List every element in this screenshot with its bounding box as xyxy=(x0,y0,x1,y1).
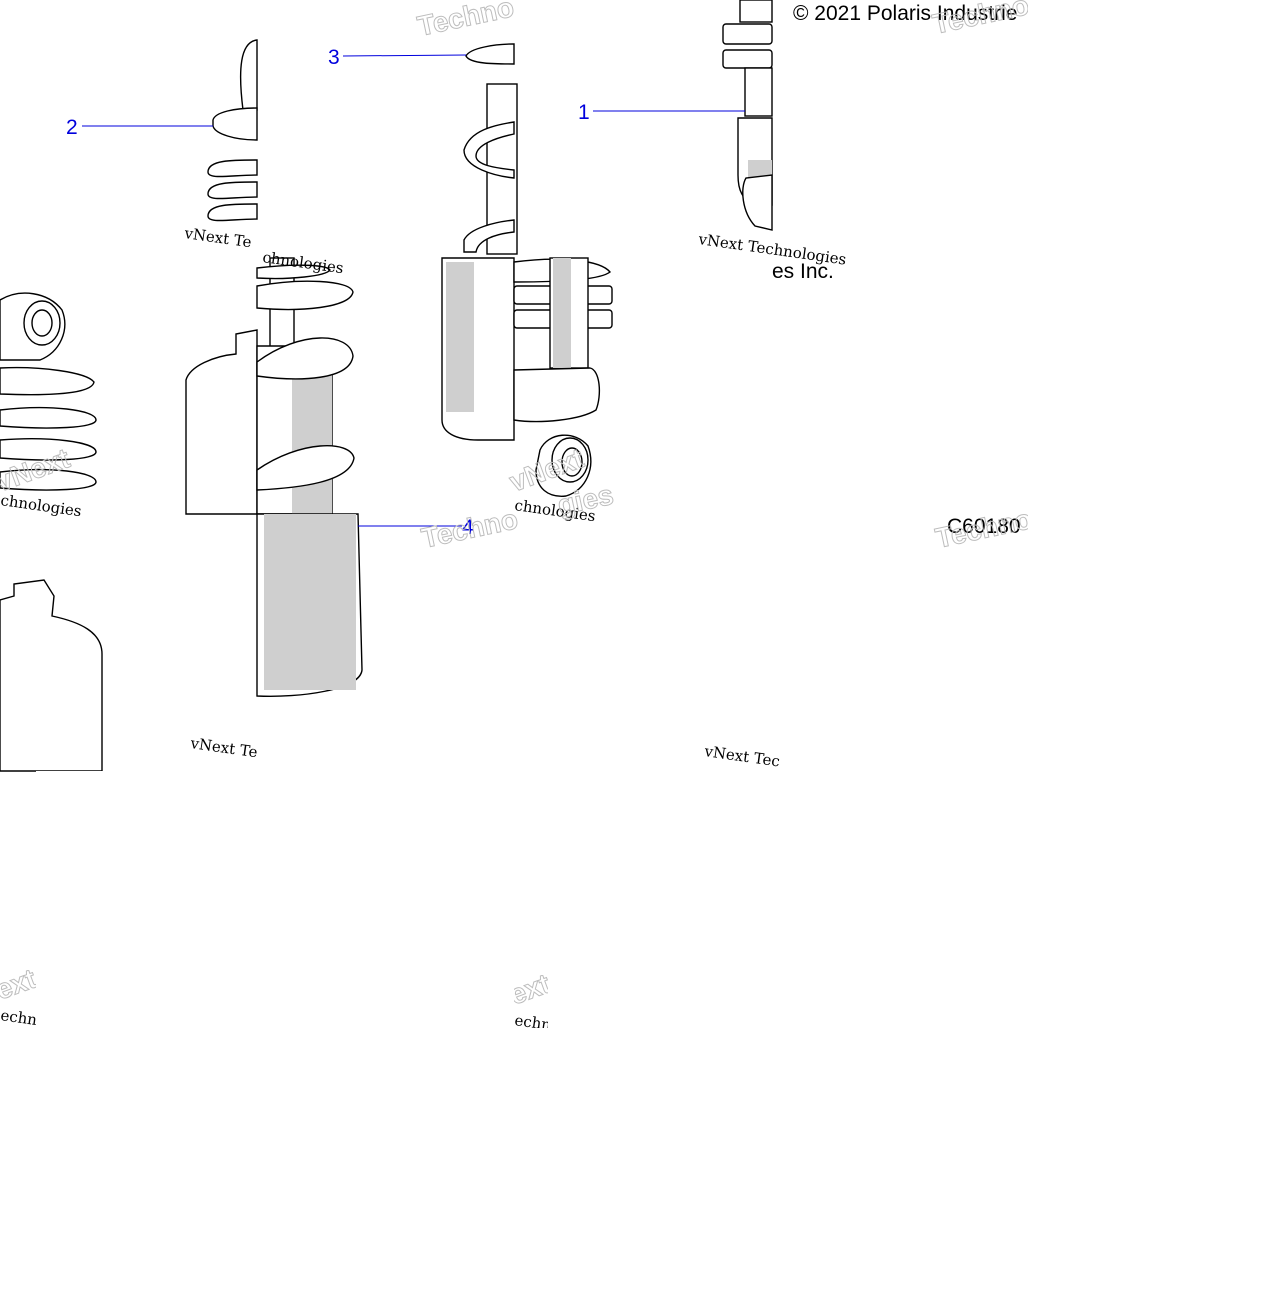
shock-3-reservoir-section xyxy=(256,513,363,697)
shock-1-middle-section xyxy=(513,257,613,497)
svg-text:4: 4 xyxy=(462,516,474,539)
callout-4: 4 xyxy=(358,516,474,539)
watermark-outline: Techno xyxy=(933,503,1035,554)
copyright-notice-tail: es Inc. xyxy=(772,260,834,283)
callout-3: 3 xyxy=(328,46,467,69)
watermark-outline: Techno xyxy=(415,0,517,42)
svg-text:2: 2 xyxy=(66,116,78,139)
watermark-outline: Techno xyxy=(419,503,521,554)
watermark-script: vNext Te xyxy=(188,734,258,761)
figure-code: C60180 xyxy=(947,515,1021,538)
svg-text:1: 1 xyxy=(578,101,590,124)
shock-2-middle-section xyxy=(0,292,258,515)
shock-2-upper-section xyxy=(207,39,258,222)
shock-3-middle-section xyxy=(256,257,515,515)
watermark-script: vNext Tec xyxy=(702,742,781,771)
svg-text:3: 3 xyxy=(328,46,340,69)
copyright-notice: © 2021 Polaris Industrie xyxy=(793,2,1017,25)
watermark-script: vNext Te xyxy=(182,224,252,251)
shock-2-reservoir-section xyxy=(0,579,103,772)
callout-2: 2 xyxy=(66,116,213,139)
callout-1: 1 xyxy=(578,101,745,124)
watermark-script: chnologies xyxy=(0,491,83,520)
shock-1-upper-section xyxy=(722,0,773,231)
shock-3-upper-section xyxy=(463,43,518,255)
